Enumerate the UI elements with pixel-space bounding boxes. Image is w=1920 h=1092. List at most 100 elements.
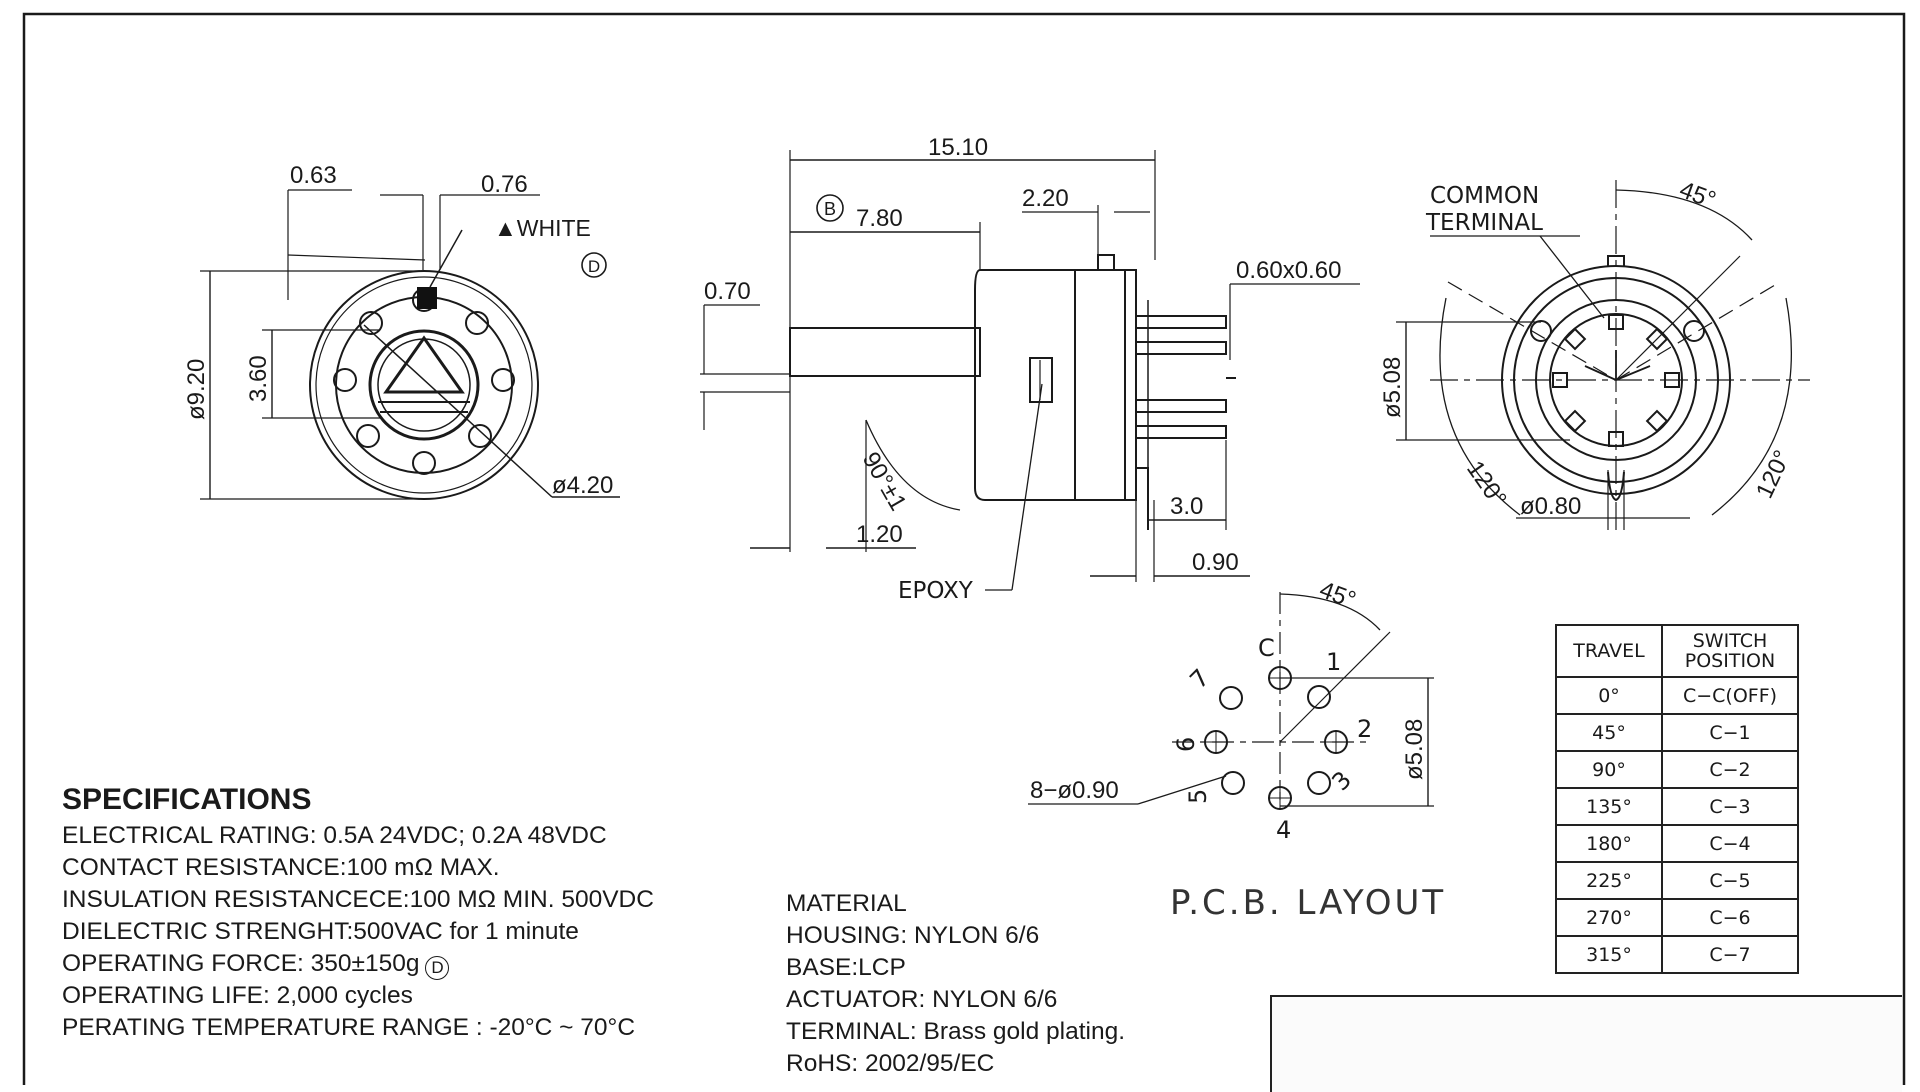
pcb-pin-1: 1 (1326, 648, 1341, 676)
pcb-pin-6: 6 (1172, 737, 1200, 752)
dim-076-label: 0.76 (481, 171, 528, 198)
spec-operating-life: OPERATING LIFE: 2,000 cycles (62, 982, 413, 1009)
rear-dia508-label: ø5.08 (1379, 357, 1406, 418)
travel-switch-table: TRAVEL SWITCH POSITION 0°C−C(OFF) 45°C−1… (1555, 624, 1799, 974)
table-row: 0°C−C(OFF) (1555, 676, 1799, 715)
pcb-diag-45 (1279, 631, 1391, 743)
dim-90deg-label: 90°±1 (857, 448, 912, 516)
material-actuator: ACTUATOR: NYLON 6/6 (786, 986, 1058, 1013)
rear-diag-right (1615, 281, 1781, 381)
rear-pad (1645, 409, 1669, 433)
pcb-layout (1028, 592, 1434, 810)
rear-top-tab (1607, 255, 1625, 266)
front-hole (333, 368, 357, 392)
front-actuator-disc (368, 329, 480, 441)
rear-diag-45 (1615, 255, 1741, 381)
front-view (200, 189, 620, 500)
table-header-travel: TRAVEL (1555, 624, 1663, 678)
pcb-layout-title: P.C.B. LAYOUT (1170, 883, 1447, 923)
travel-cell: 315° (1555, 935, 1663, 974)
table-row: 225°C−5 (1555, 861, 1799, 900)
white-marker-square (417, 287, 437, 309)
position-cell: C−2 (1661, 750, 1799, 789)
pcb-hole (1221, 771, 1245, 795)
front-hole (491, 368, 515, 392)
material-block: MATERIAL HOUSING: NYLON 6/6 BASE:LCP ACT… (786, 888, 1226, 1080)
rear-bottom-tab (1607, 471, 1625, 502)
pcb-holes-leader-2 (1137, 775, 1227, 805)
front-hole (359, 311, 383, 335)
dim-090-label: 0.90 (1192, 549, 1239, 576)
dim063-ext-2 (287, 254, 426, 261)
dim-060x060-label: 0.60x0.60 (1236, 257, 1341, 284)
dim-120-label: 1.20 (856, 521, 903, 548)
travel-cell: 135° (1555, 787, 1663, 826)
terminal-pin (1135, 425, 1227, 439)
side-shaft (789, 327, 981, 377)
pcb-arc-45 (1279, 593, 1381, 631)
rear-rotor-arm (1584, 365, 1617, 381)
epoxy-window (1029, 357, 1053, 403)
spec-temperature-range: PERATING TEMPERATURE RANGE : -20°C ~ 70°… (62, 1014, 636, 1041)
common-terminal-leader (1539, 235, 1605, 319)
spec-dielectric-strength: DIELECTRIC STRENGHT:500VAC for 1 minute (62, 918, 579, 945)
travel-cell: 270° (1555, 898, 1663, 937)
white-marker-label: ▲WHITE (494, 215, 591, 241)
epoxy-leader (1011, 383, 1043, 591)
front-actuator-slot (383, 335, 465, 394)
pcb-pin-2: 2 (1357, 715, 1372, 743)
rear-hole (1530, 320, 1552, 342)
dim-1510-label: 15.10 (928, 134, 988, 161)
side-body-back (1125, 269, 1137, 501)
position-cell: C−6 (1661, 898, 1799, 937)
table-row: 90°C−2 (1555, 750, 1799, 789)
sheet-frame (22, 12, 1906, 1092)
position-cell: C−4 (1661, 824, 1799, 863)
pcb-angle-45-label: 45° (1316, 576, 1359, 614)
dim-360-label: 3.60 (245, 355, 272, 402)
pcb-hole (1219, 686, 1243, 710)
table-row: 270°C−6 (1555, 898, 1799, 937)
side-bottom-tab (1136, 467, 1149, 530)
dim-070-label: 0.70 (704, 278, 751, 305)
dia420-leader (363, 324, 553, 498)
rev-d-circle (581, 252, 607, 278)
spec-operating-force: OPERATING FORCE: 350±150g (62, 950, 420, 977)
side-view-text: 15.10 B 7.80 2.20 0.70 0.60x0.60 90°±1 1… (704, 134, 1341, 604)
rear-pad (1563, 327, 1587, 351)
material-housing: HOUSING: NYLON 6/6 (786, 922, 1040, 949)
table-row: 45°C−1 (1555, 713, 1799, 752)
pcb-layout-text: 45° C 1 2 3 4 5 6 7 ø5.08 8−ø0.90 (1030, 576, 1428, 844)
position-cell: C−5 (1661, 861, 1799, 900)
rear-arc-120-left (1439, 297, 1521, 516)
travel-cell: 225° (1555, 861, 1663, 900)
dim-30-label: 3.0 (1170, 493, 1203, 520)
common-terminal-label-1: COMMON (1430, 183, 1539, 209)
title-block-area (1270, 995, 1902, 1092)
terminal-pin (1135, 315, 1227, 329)
material-base: BASE:LCP (786, 954, 906, 981)
travel-cell: 180° (1555, 824, 1663, 863)
spec-insulation-resistance: INSULATION RESISTANCECE:100 MΩ MIN. 500V… (62, 886, 654, 913)
pcb-hole (1307, 685, 1331, 709)
rear-pad (1563, 409, 1587, 433)
material-title: MATERIAL (786, 890, 907, 917)
specifications-title: SPECIFICATIONS (62, 783, 312, 816)
rear-view-text: COMMON TERMINAL 45° ø5.08 120° 120° ø0.8… (1379, 176, 1796, 520)
front-hole (468, 424, 492, 448)
dim90deg-arc (865, 419, 961, 511)
rear-rotor-arm (1615, 365, 1651, 381)
front-hole (356, 424, 380, 448)
spec-electrical-rating: ELECTRICAL RATING: 0.5A 24VDC; 0.2A 48VD… (62, 822, 607, 849)
position-cell: C−7 (1661, 935, 1799, 974)
side-body (974, 269, 1126, 501)
rear-hole (1683, 320, 1705, 342)
front-outer-ring-inner (315, 276, 533, 494)
material-terminal: TERMINAL: Brass gold plating. (786, 1018, 1126, 1045)
position-cell: C−1 (1661, 713, 1799, 752)
spec-operating-force-rev: D (425, 956, 450, 980)
table-header-row: TRAVEL SWITCH POSITION (1555, 624, 1799, 678)
rear-pad (1552, 372, 1568, 388)
position-cell: C−C(OFF) (1661, 676, 1799, 715)
